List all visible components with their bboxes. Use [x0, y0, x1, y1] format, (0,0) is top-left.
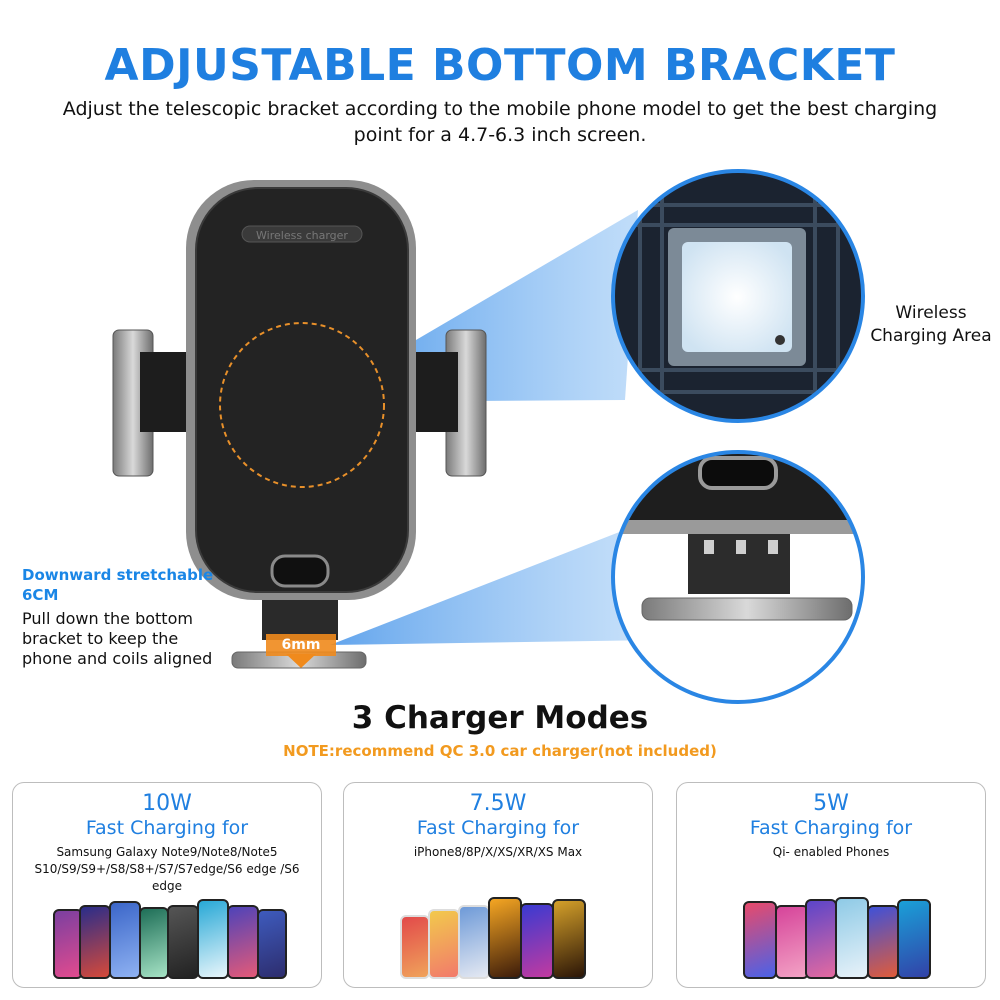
mode-models: Qi- enabled Phones — [772, 845, 890, 859]
badge-text: Wireless charger — [256, 229, 348, 242]
badge — [241, 225, 363, 243]
mode-power: 7.5W — [469, 791, 527, 816]
mode-label: Fast Charging for — [416, 817, 580, 839]
mode-label: Fast Charging for — [749, 817, 913, 839]
wireless-area-label: Wireless Charging Area — [870, 303, 992, 346]
mode-models: iPhone8/8P/X/XS/XR/XS Max — [413, 845, 583, 859]
coil-ring — [219, 322, 385, 488]
mode-label: Fast Charging for — [85, 817, 249, 839]
beam-bottom — [330, 520, 660, 645]
downward-description: Pull down the bottom bracket to keep the… — [22, 609, 213, 668]
mode-card-10w: 10W Fast Charging for Samsung Galaxy Not… — [12, 782, 322, 988]
phone-lineup-samsung — [13, 897, 321, 979]
page-title: ADJUSTABLE BOTTOM BRACKET — [104, 40, 896, 91]
mode-card-5w: 5W Fast Charging for Qi- enabled Phones — [676, 782, 986, 988]
sensor-window — [270, 554, 330, 588]
phone-lineup-qi — [677, 897, 985, 979]
mode-models: Samsung Galaxy Note9/Note8/Note5 S10/S9/… — [34, 845, 300, 893]
modes-note: NOTE:recommend QC 3.0 car charger(not in… — [283, 742, 717, 760]
modes-title: 3 Charger Modes — [351, 700, 649, 736]
mode-power: 5W — [813, 791, 849, 816]
zoom-bracket — [613, 452, 863, 702]
phone-lineup-iphone — [344, 897, 652, 979]
mode-card-7-5w: 7.5W Fast Charging for iPhone8/8P/X/XS/X… — [343, 782, 653, 988]
bracket-label: 6mm — [282, 637, 321, 653]
page-subtitle: Adjust the telescopic bracket according … — [62, 98, 938, 146]
zoom-chip — [613, 171, 863, 421]
mode-power: 10W — [142, 791, 192, 816]
downward-title: Downward stretchable 6CM — [22, 566, 214, 604]
charger-body — [196, 188, 408, 592]
